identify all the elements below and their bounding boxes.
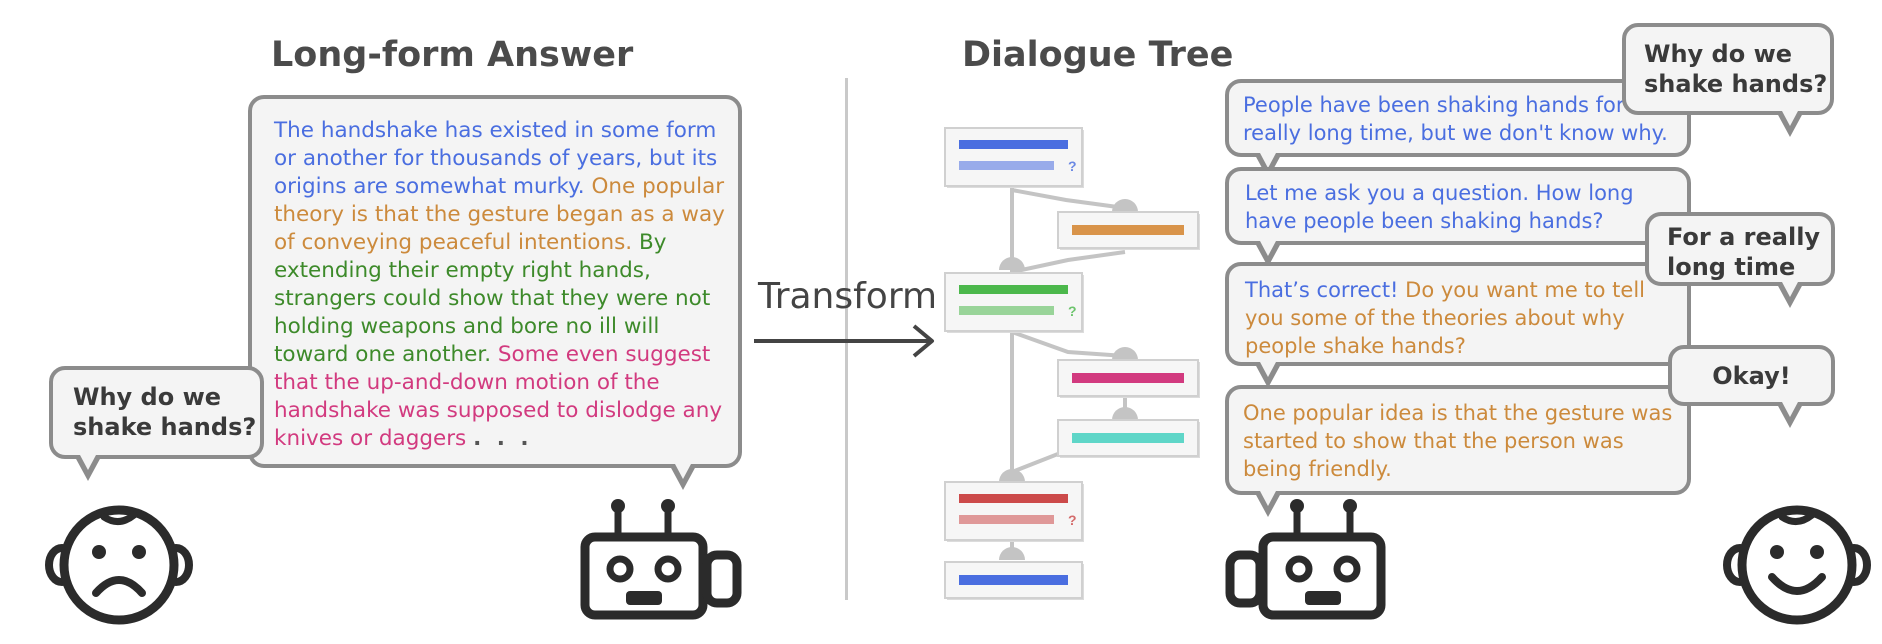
bot-turn-3-bubble: That’s correct! Do you want me to tell y… bbox=[1225, 262, 1691, 366]
tree-joint bbox=[1112, 347, 1138, 360]
tree-node-bar bbox=[959, 140, 1068, 149]
tree-node bbox=[944, 481, 1083, 541]
ellipsis: . . . bbox=[473, 426, 533, 451]
bot-turn-3-text: That’s correct! Do you want me to tell y… bbox=[1229, 266, 1687, 360]
user-turn-3-tail-fill bbox=[1782, 402, 1798, 417]
tree-node-bar bbox=[959, 575, 1068, 585]
answer-bubble-tail-fill bbox=[675, 464, 691, 479]
user-turn-2-text: For a really long time bbox=[1667, 223, 1821, 281]
user-turn-1-tail-fill bbox=[1782, 111, 1798, 126]
tree-node-question-mark: ? bbox=[1068, 158, 1077, 174]
tree-node-question-bar bbox=[959, 161, 1054, 170]
tree-node-bar bbox=[1072, 225, 1184, 235]
answer-segment-origins: The handshake has existed in some form o… bbox=[274, 118, 718, 199]
tree-joint bbox=[999, 547, 1025, 560]
robot-icon-right bbox=[1225, 499, 1386, 620]
tree-node bbox=[944, 272, 1083, 332]
tree-branch-2 bbox=[1011, 330, 1126, 358]
user-turn-2-bubble: For a really long time bbox=[1645, 212, 1835, 286]
bot-turn-2-text: Let me ask you a question. How long have… bbox=[1245, 181, 1634, 233]
left-question-tail-fill bbox=[80, 455, 96, 470]
bot-turn-4-text: One popular idea is that the gesture was… bbox=[1243, 401, 1673, 481]
robot-icon-left bbox=[580, 499, 742, 620]
bot-turn-4-bubble: One popular idea is that the gesture was… bbox=[1225, 385, 1691, 495]
bot-turn-2-bubble: Let me ask you a question. How long have… bbox=[1225, 167, 1691, 245]
tree-joint bbox=[1112, 199, 1138, 212]
dialogue-tree: ??? bbox=[944, 127, 1200, 600]
long-form-title: Long-form Answer bbox=[271, 35, 634, 75]
tree-node bbox=[944, 127, 1083, 187]
bot-turn-4-tail-fill bbox=[1260, 491, 1276, 506]
user-turn-3-bubble: Okay! bbox=[1668, 345, 1835, 406]
tree-node-question-bar bbox=[959, 515, 1054, 524]
transform-label: Transform bbox=[758, 276, 938, 317]
bot-turn-1-bubble: People have been shaking hands for a rea… bbox=[1225, 79, 1691, 157]
bot-turn-2-tail-fill bbox=[1260, 241, 1276, 256]
tree-node-bar bbox=[959, 285, 1068, 294]
left-question-text: Why do we shake hands? bbox=[73, 383, 257, 441]
long-form-answer-bubble: The handshake has existed in some form o… bbox=[248, 95, 742, 468]
tree-node-bar bbox=[959, 494, 1068, 503]
tree-node-question-mark: ? bbox=[1068, 512, 1077, 528]
bot-turn-1-tail-fill bbox=[1260, 153, 1276, 168]
answer-segment-theory: One popular theory is that the gesture b… bbox=[274, 174, 725, 255]
tree-joint bbox=[1112, 407, 1138, 420]
sad-user-icon bbox=[45, 505, 193, 625]
tree-node-question-mark: ? bbox=[1068, 303, 1077, 319]
dialogue-tree-title: Dialogue Tree bbox=[962, 35, 1234, 75]
tree-joint bbox=[999, 257, 1025, 270]
tree-joint bbox=[999, 469, 1025, 482]
happy-user-icon bbox=[1723, 505, 1871, 625]
tree-node-bar bbox=[1072, 373, 1184, 383]
tree-node-bar bbox=[1072, 433, 1184, 443]
tree-branch-1 bbox=[1011, 188, 1126, 210]
bot-turn-3-tail-fill bbox=[1260, 362, 1276, 377]
user-turn-2-tail-fill bbox=[1782, 282, 1798, 297]
user-turn-1-text: Why do we shake hands? bbox=[1644, 40, 1828, 98]
bot-turn-3-offer: Do you want me to tell you some of the t… bbox=[1245, 278, 1646, 358]
left-question-bubble: Why do we shake hands? bbox=[49, 366, 264, 459]
answer-segment-hands: By extending their empty right hands, st… bbox=[274, 230, 711, 367]
user-turn-1-bubble: Why do we shake hands? bbox=[1622, 23, 1834, 115]
bot-turn-3-confirm: That’s correct! bbox=[1245, 278, 1406, 302]
long-form-answer-text: The handshake has existed in some form o… bbox=[252, 99, 738, 453]
tree-branch-1-return bbox=[1011, 250, 1126, 274]
bot-turn-1-text: People have been shaking hands for a rea… bbox=[1243, 93, 1668, 145]
user-turn-3-text: Okay! bbox=[1712, 362, 1791, 390]
transform-arrow bbox=[754, 324, 934, 358]
answer-segment-motion: Some even suggest that the up-and-down m… bbox=[274, 342, 723, 451]
tree-node-question-bar bbox=[959, 306, 1054, 315]
